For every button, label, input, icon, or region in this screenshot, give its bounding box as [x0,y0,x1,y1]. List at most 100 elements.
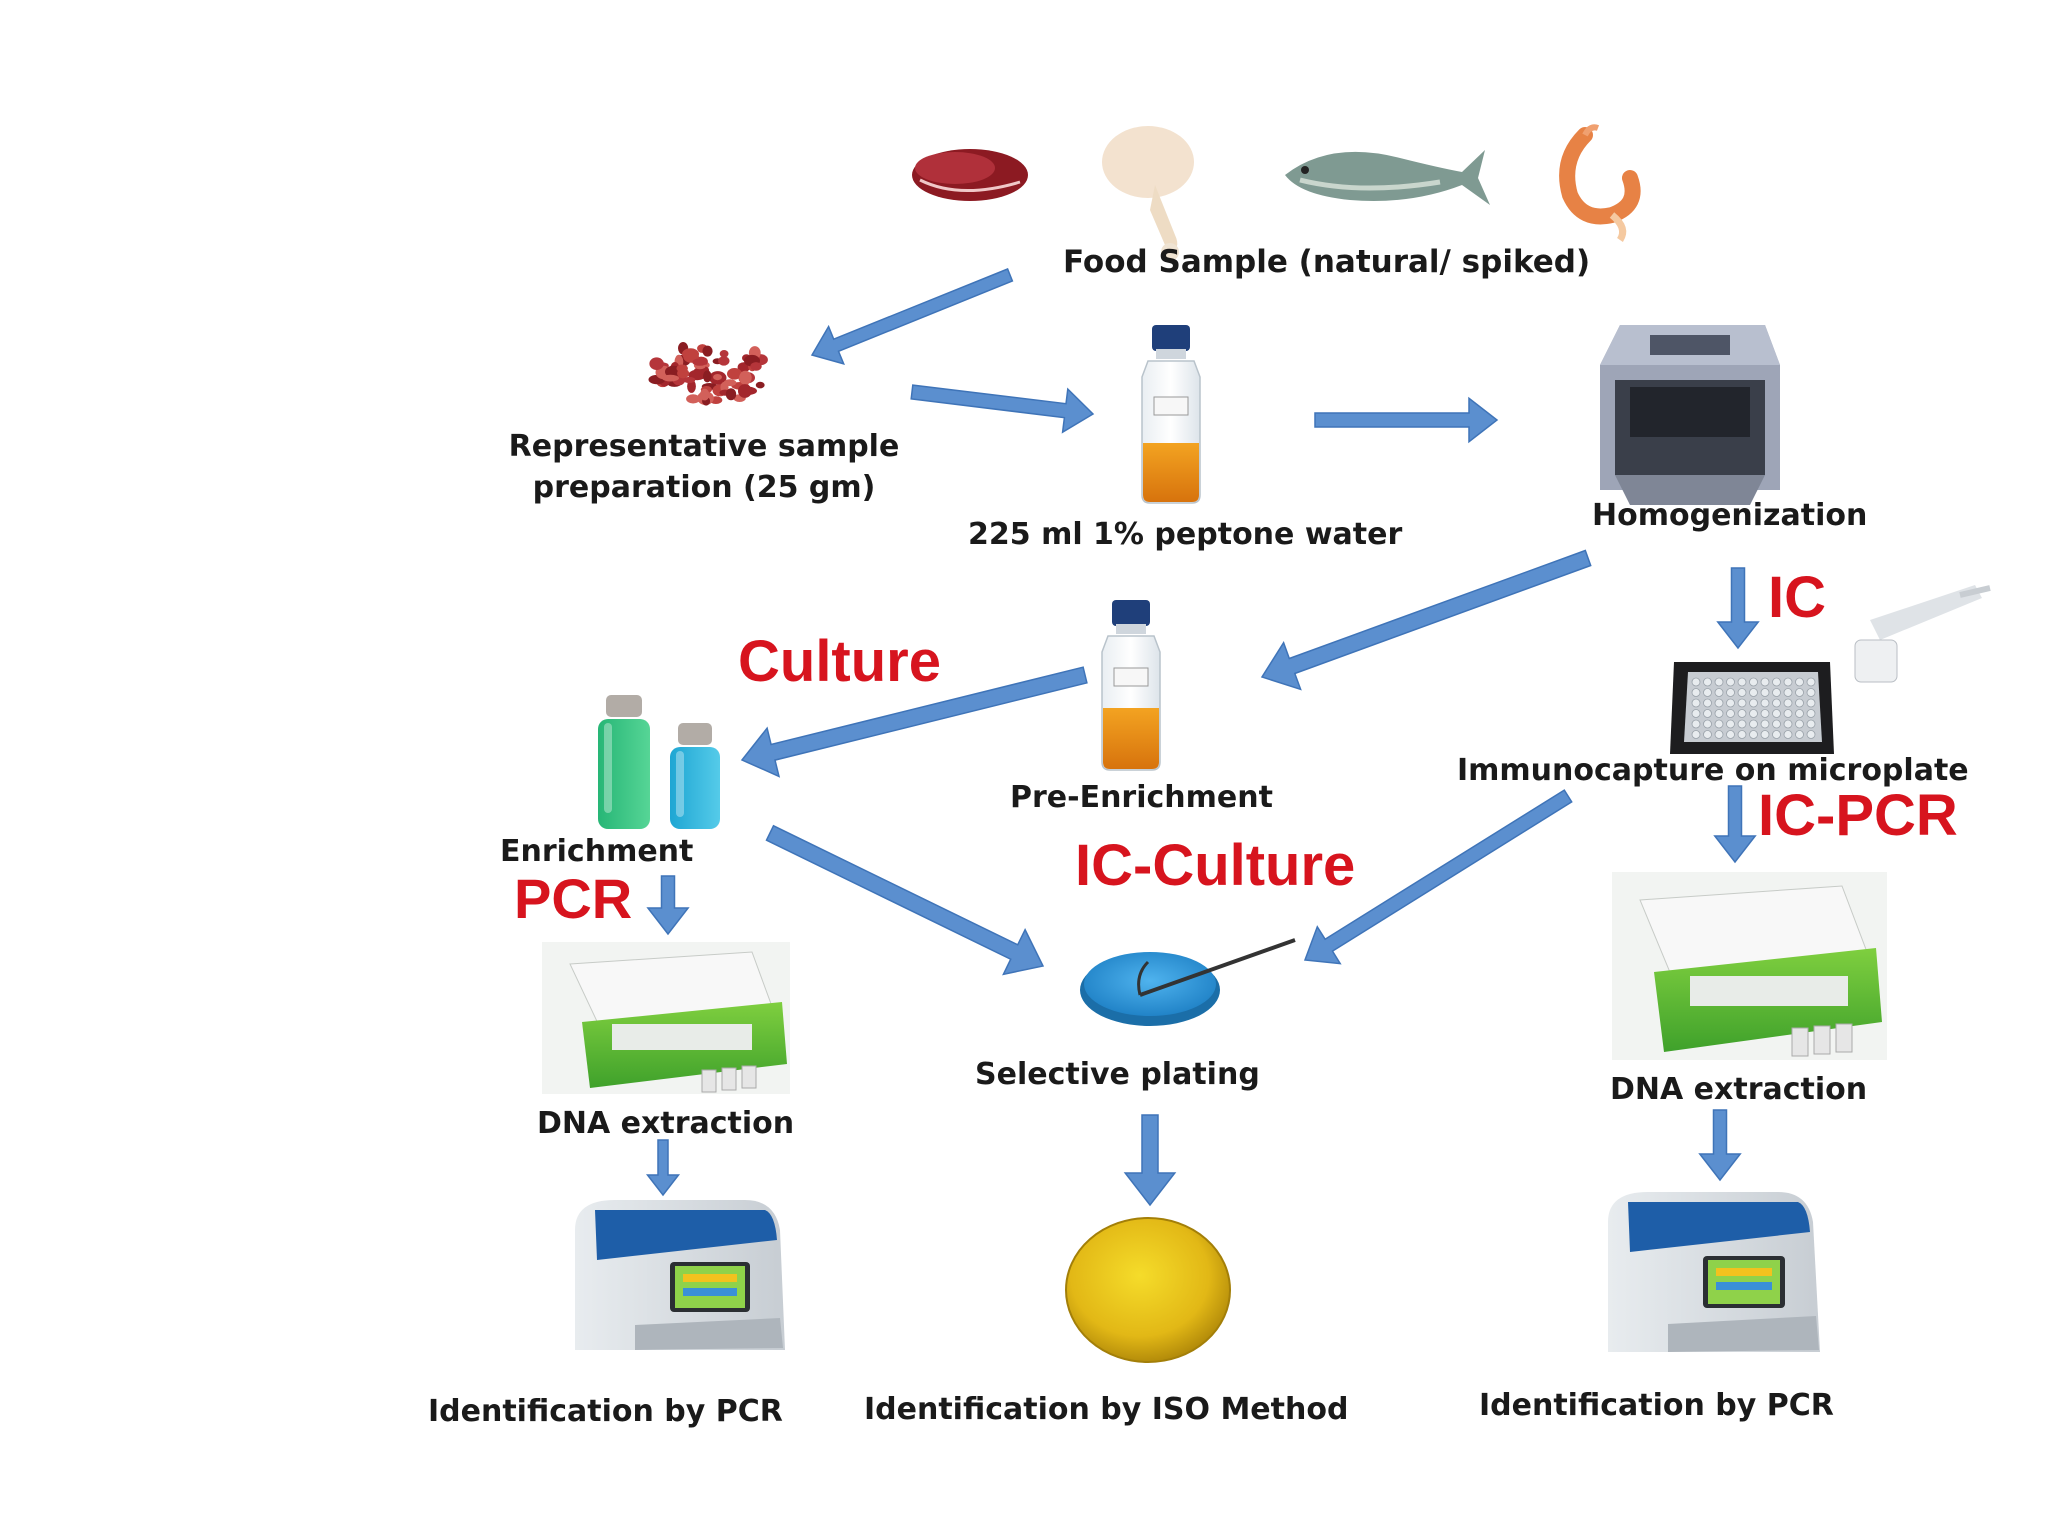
microplate-well [1726,709,1735,718]
arrows-layer [645,268,1760,1207]
fish-icon [1285,150,1490,205]
minced-sample-piece [676,364,688,373]
peptone-water-bottle-icon [1141,325,1201,504]
microplate-well [1772,688,1781,697]
microplate-well [1726,730,1735,739]
microplate-well [1749,719,1758,729]
microplate-well [1795,698,1804,708]
microplate-well [1737,709,1747,718]
pre-enrichment-bottle-icon [1101,600,1161,771]
microplate-well [1703,677,1712,687]
arrow-immunocapture-to-icpcr [1713,785,1757,864]
microplate-well [1783,730,1793,739]
arrow-enrichment-to-pcr [646,875,690,936]
minced-sample-piece [725,388,737,401]
dna-extraction-kit-right-icon [1612,872,1887,1060]
minced-sample-icon [648,342,768,406]
microplate-well [1806,709,1816,718]
microplate-well [1737,719,1747,729]
microplate-well [1703,688,1712,697]
dna-extraction-kit-left-icon [542,942,790,1094]
microplate-well [1783,719,1793,729]
microplate-well [1783,688,1793,697]
microplate-well [1795,719,1804,729]
microplate-well [1726,677,1735,687]
microplate-well [1795,688,1804,697]
homogenization-label: Homogenization [1592,498,1868,533]
microplate-well [1691,698,1701,708]
arrow-homogenizer-to-preenrichment [1260,549,1592,691]
microplate-well [1772,698,1781,708]
microplate-well [1760,688,1770,697]
microplate-well [1783,709,1793,718]
microplate-well [1772,730,1781,739]
microplate-well [1726,698,1735,708]
enrichment-label: Enrichment [500,834,694,869]
identification-pcr-right-label: Identification by PCR [1479,1388,1834,1423]
arrow-dna-left-to-pcr [645,1139,681,1197]
microplate-well [1703,730,1712,739]
microplate-well [1749,709,1758,718]
pcr-thermal-cycler-right-icon [1608,1192,1820,1352]
minced-sample-piece [738,384,752,398]
arrow-immunocapture-to-plating [1303,789,1573,965]
minced-sample-piece [718,356,730,366]
microplate-well [1806,688,1816,697]
microplate-icon [1670,662,1834,754]
microplate-well [1714,677,1724,687]
microplate-well [1737,730,1747,739]
dna-extraction-left-label: DNA extraction [537,1106,795,1141]
microplate-well [1726,688,1735,697]
ic-method-label: IC [1768,565,1826,630]
sample-prep-label-line1: Representative sample [508,429,900,464]
microplate-well [1806,719,1816,729]
minced-sample-piece [692,358,708,366]
microplate-well [1795,730,1804,739]
microplate-well [1806,730,1816,739]
microplate-well [1760,730,1770,739]
microplate-well [1749,698,1758,708]
microplate-well [1749,688,1758,697]
minced-sample-piece [719,350,729,358]
minced-sample-piece [686,394,701,404]
minced-sample-piece [727,368,742,380]
minced-sample-piece [702,345,713,357]
peptone-water-label: 225 ml 1% peptone water [968,517,1403,552]
microplate-well [1714,698,1724,708]
minced-sample-piece [755,381,765,389]
ic-culture-method-label: IC-Culture [1075,833,1356,898]
identification-pcr-left-label: Identification by PCR [428,1394,783,1429]
pcr-method-label: PCR [514,867,633,930]
microplate-well [1772,677,1781,687]
microplate-well [1691,730,1701,739]
shrimp-icon [1559,124,1641,242]
microplate-well [1691,719,1701,729]
arrow-prep-to-peptone [910,384,1095,434]
arrow-enrichment-to-plating [765,824,1045,976]
microplate-well [1783,698,1793,708]
ic-pcr-method-label: IC-PCR [1758,783,1958,848]
arrow-dna-right-to-pcr [1698,1109,1742,1182]
microplate-well [1806,698,1816,708]
minced-sample-piece [662,374,679,382]
microplate-well [1691,709,1701,718]
minced-sample-piece [713,374,722,381]
arrow-plating-to-iso [1123,1114,1177,1207]
microplate-well [1749,677,1758,687]
minced-sample-piece [739,370,752,385]
minced-sample-piece [700,388,710,401]
microplate-well [1749,730,1758,739]
microplate-well [1772,709,1781,718]
minced-sample-piece [750,362,762,371]
food-sample-label: Food Sample (natural/ spiked) [1063,244,1591,280]
arrow-food-to-prep [810,268,1014,366]
microplate-well [1714,730,1724,739]
iso-plate-icon [1065,1217,1231,1363]
microplate-wells [1691,677,1816,739]
microplate-well [1691,677,1701,687]
arrow-peptone-to-homogenizer [1314,396,1499,444]
immunocapture-label: Immunocapture on microplate [1457,753,1969,788]
identification-iso-label: Identification by ISO Method [864,1392,1349,1427]
microplate-well [1703,698,1712,708]
microplate-well [1760,719,1770,729]
